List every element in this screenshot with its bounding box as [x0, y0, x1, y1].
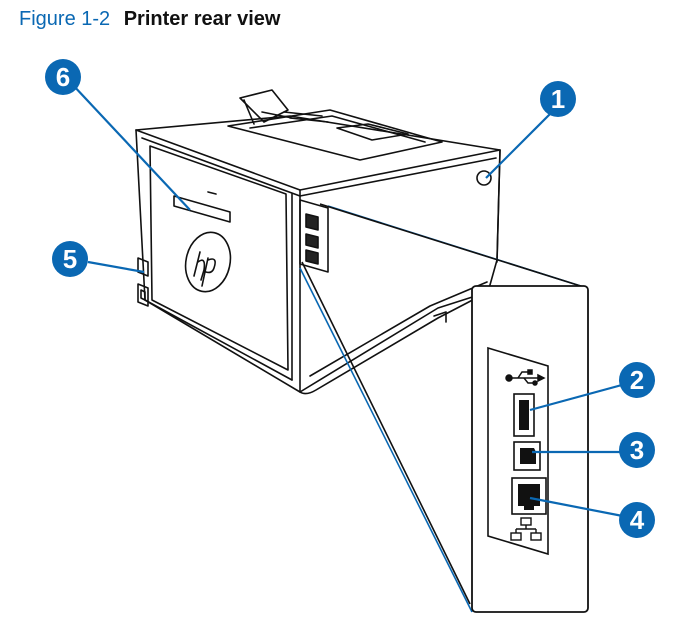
- hp-logo: [184, 231, 232, 293]
- callout-2-label: 2: [630, 365, 644, 395]
- paper-stop-flap: [239, 89, 329, 125]
- power-button: [476, 170, 492, 186]
- callout-2: 2: [619, 362, 655, 398]
- network-icon: [510, 517, 542, 541]
- rear-door: [149, 145, 289, 371]
- callout-5: 5: [52, 241, 88, 277]
- figure-title: Printer rear view: [123, 8, 281, 30]
- ethernet-port: [511, 477, 547, 515]
- figure-number: Figure 1-2: [19, 8, 111, 30]
- port-detail-panel: [471, 285, 589, 613]
- callout-5-label: 5: [63, 244, 77, 274]
- callout-1-label: 1: [551, 84, 565, 114]
- callout-3: 3: [619, 432, 655, 468]
- callout-4: 4: [619, 502, 655, 538]
- callout-leaders: [71, 83, 634, 520]
- callout-6: 6: [45, 59, 81, 95]
- callout-4-label: 4: [630, 505, 645, 535]
- power-connector: [137, 257, 149, 307]
- usb-printer-port: [513, 441, 541, 471]
- interface-port-panel: [299, 199, 329, 273]
- callout-6-label: 6: [56, 62, 70, 92]
- figure-caption: Figure 1-2 Printer rear view: [19, 6, 280, 32]
- usb-icon: [505, 369, 546, 386]
- callout-3-label: 3: [630, 435, 644, 465]
- callout-1: 1: [540, 81, 576, 117]
- usb-host-port: [513, 393, 535, 437]
